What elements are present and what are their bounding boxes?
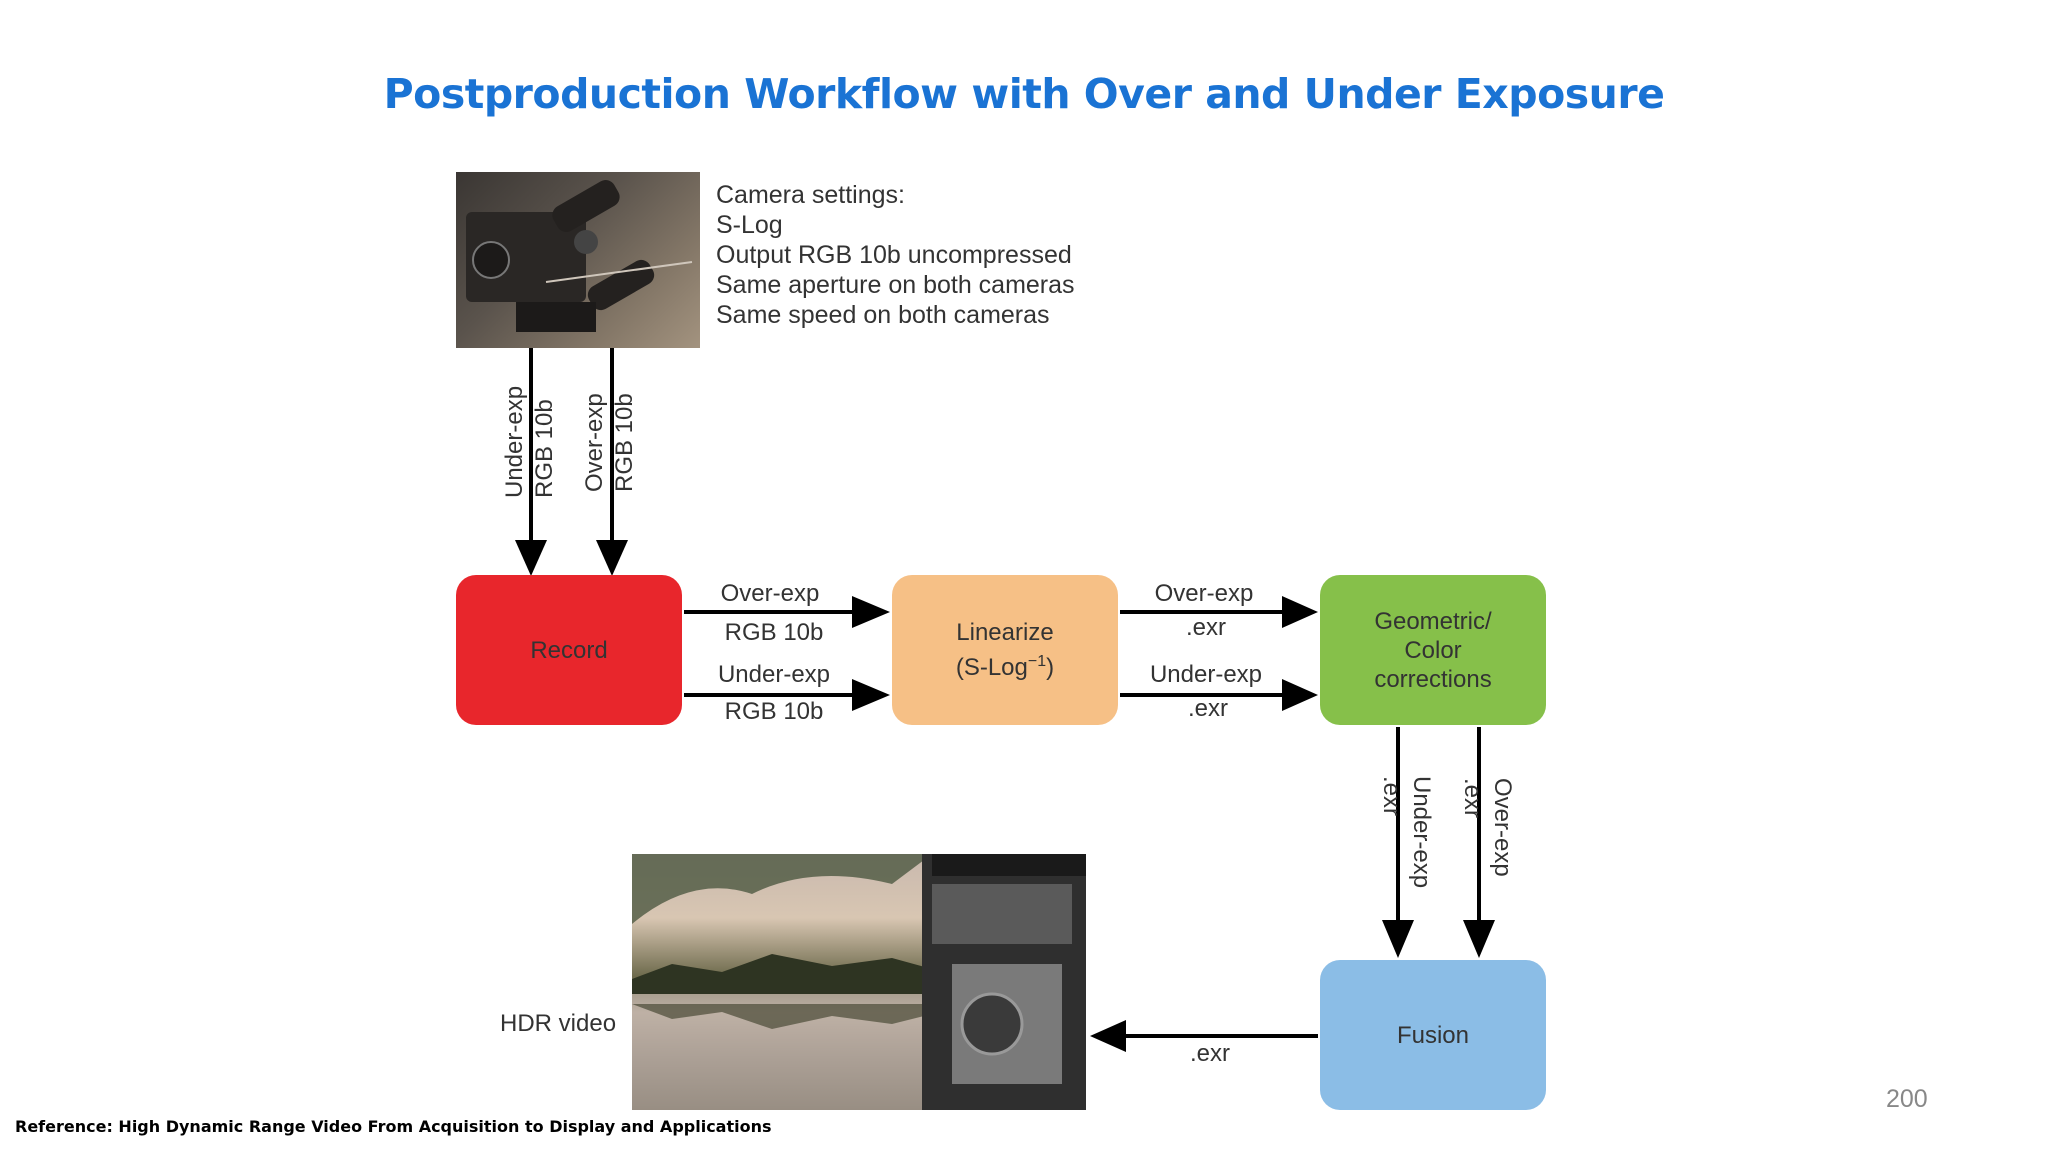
edge-label-lin-geo-over-format: .exr xyxy=(1185,614,1226,641)
linearize-node: Linearize (S-Log−1) xyxy=(892,575,1118,725)
label-line: Under-exp xyxy=(1408,776,1435,889)
record-label: Record xyxy=(530,636,608,664)
record-node: Record xyxy=(456,575,682,725)
geometric-label-line: Color xyxy=(1404,636,1462,664)
hdr-video-photo xyxy=(632,854,1086,1110)
label-geo-fusion-under: Under-exp .exr xyxy=(1376,776,1436,888)
edge-label-fusion-hdr: .exr xyxy=(1189,1040,1230,1067)
linearize-label: Linearize xyxy=(956,619,1054,646)
label-camera-under: Under-exp RGB 10b xyxy=(500,386,560,498)
label-camera-over: Over-exp RGB 10b xyxy=(580,393,640,492)
camera-settings-line: Same speed on both cameras xyxy=(716,301,1050,329)
edge-label-lin-geo-under-format: .exr xyxy=(1187,695,1228,722)
geometric-label-line: corrections xyxy=(1374,665,1492,693)
edge-label-rec-lin-under: Under-exp xyxy=(717,661,831,688)
label-line: Over-exp xyxy=(1489,778,1516,877)
fusion-node: Fusion xyxy=(1320,960,1546,1110)
label-line: Over-exp xyxy=(581,393,608,492)
camera-settings: Camera settings: S-Log Output RGB 10b un… xyxy=(716,180,1075,330)
label-geo-fusion-over: Over-exp .exr xyxy=(1457,778,1517,877)
edge-label-rec-lin-over: Over-exp xyxy=(720,580,820,607)
page-title: Postproduction Workflow with Over and Un… xyxy=(383,70,1665,118)
edge-label-rec-lin-under-format: RGB 10b xyxy=(724,698,824,725)
camera-settings-line: Same aperture on both cameras xyxy=(716,271,1075,299)
edge-label-rec-lin-over-format: RGB 10b xyxy=(724,619,824,646)
geometric-label-line: Geometric/ xyxy=(1374,607,1492,635)
camera-settings-line: Camera settings: xyxy=(716,181,905,209)
edge-label-lin-geo-under: Under-exp xyxy=(1149,661,1263,688)
linearize-formula: (S-Log−1) xyxy=(955,653,1055,681)
label-line: .exr xyxy=(1459,778,1486,819)
page-number: 200 xyxy=(1886,1085,1928,1113)
camera-rig-photo xyxy=(456,172,700,348)
fusion-label: Fusion xyxy=(1396,1021,1470,1049)
reference-citation: Reference: High Dynamic Range Video From… xyxy=(15,1117,772,1136)
edge-label-lin-geo-over: Over-exp xyxy=(1154,580,1254,607)
camera-settings-line: S-Log xyxy=(716,211,783,239)
label-line: Under-exp xyxy=(501,385,528,498)
label-line: .exr xyxy=(1378,776,1405,817)
label-line: RGB 10b xyxy=(531,399,558,498)
geometric-color-node: Geometric/ Color corrections xyxy=(1320,575,1546,725)
label-line: RGB 10b xyxy=(611,393,638,492)
hdr-video-label: HDR video xyxy=(500,1010,617,1037)
camera-settings-line: Output RGB 10b uncompressed xyxy=(716,241,1072,269)
